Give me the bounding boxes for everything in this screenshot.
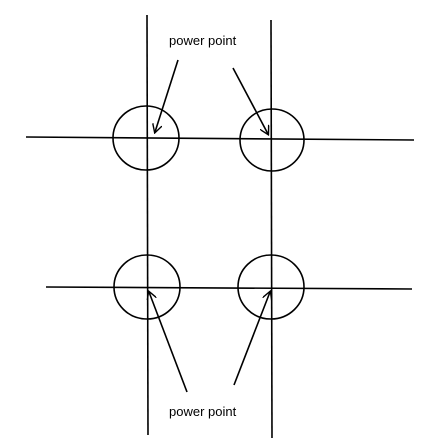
- label-power-point-bottom: power point: [169, 404, 237, 419]
- arrow-to-bottom-right: [233, 292, 270, 386]
- power-point-circle-bottom-right: [237, 254, 305, 320]
- arrow-to-bottom-left: [149, 292, 188, 393]
- horizontal-line-bottom: [45, 286, 413, 290]
- label-power-point-top: power point: [169, 33, 237, 48]
- arrow-to-top-right: [232, 67, 268, 134]
- vertical-line-left: [146, 14, 149, 436]
- horizontal-line-top: [25, 136, 415, 141]
- power-point-circle-top-right: [239, 108, 305, 172]
- power-point-circle-bottom-left: [113, 254, 181, 320]
- vertical-line-right: [270, 19, 273, 439]
- arrow-to-top-left: [155, 59, 179, 132]
- power-point-circle-top-left: [112, 105, 180, 171]
